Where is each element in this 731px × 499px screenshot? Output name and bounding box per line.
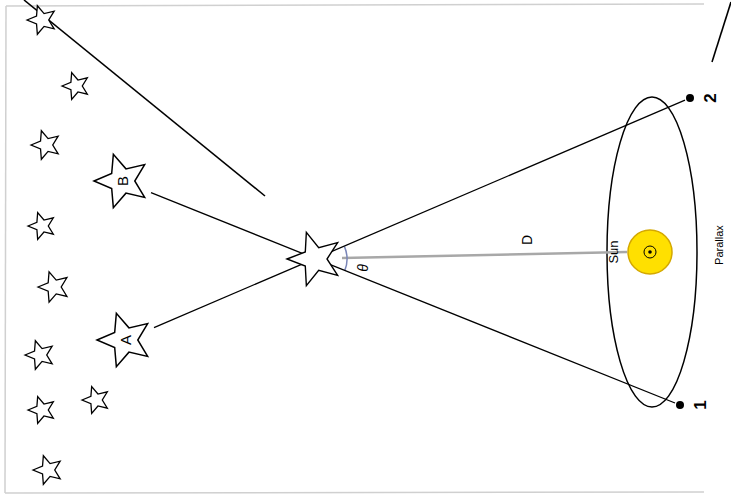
angle-label: θ [356,262,370,274]
star-shape [94,154,145,207]
caption-label: Parallax [714,223,725,267]
dot-outline [685,93,695,103]
orbit-point: 2 [685,93,695,103]
background-star [62,73,87,100]
point-dot [686,94,694,102]
star-letter: A [118,335,133,345]
sun-centre [648,250,652,254]
background-star [82,387,107,414]
point-number: 1 [692,400,709,409]
near-star-shape [287,232,338,285]
background-star [25,341,52,370]
star-letter: B [115,176,130,186]
sun-label: Sun [607,240,620,263]
distance-label: D [520,233,534,247]
star-node: A [96,311,154,369]
pointer-line [24,0,265,196]
sun-disc [628,230,672,274]
point-dot [676,401,684,409]
angle-arc [344,246,347,271]
frame-line [5,6,6,493]
sight-line [154,100,685,327]
dot-outline [675,400,685,410]
pointer-line [712,2,731,62]
background-star [31,131,58,160]
background-star [28,397,53,424]
star-shape [97,313,148,366]
point-number: 2 [702,93,719,102]
star-node: B [93,152,151,210]
distance-line [342,252,627,258]
frame-line [5,492,704,493]
orbit-point: 1 [675,400,685,410]
background-star [28,213,53,240]
sight-line [151,193,675,403]
sun-ring [644,246,656,258]
frame-line [6,4,704,6]
sun-node: Sun [627,229,673,275]
background-star [27,6,54,35]
sun-outline [627,229,673,275]
background-star [33,456,60,485]
near-star [287,232,338,285]
background-stars [25,6,107,485]
background-star [38,272,67,302]
